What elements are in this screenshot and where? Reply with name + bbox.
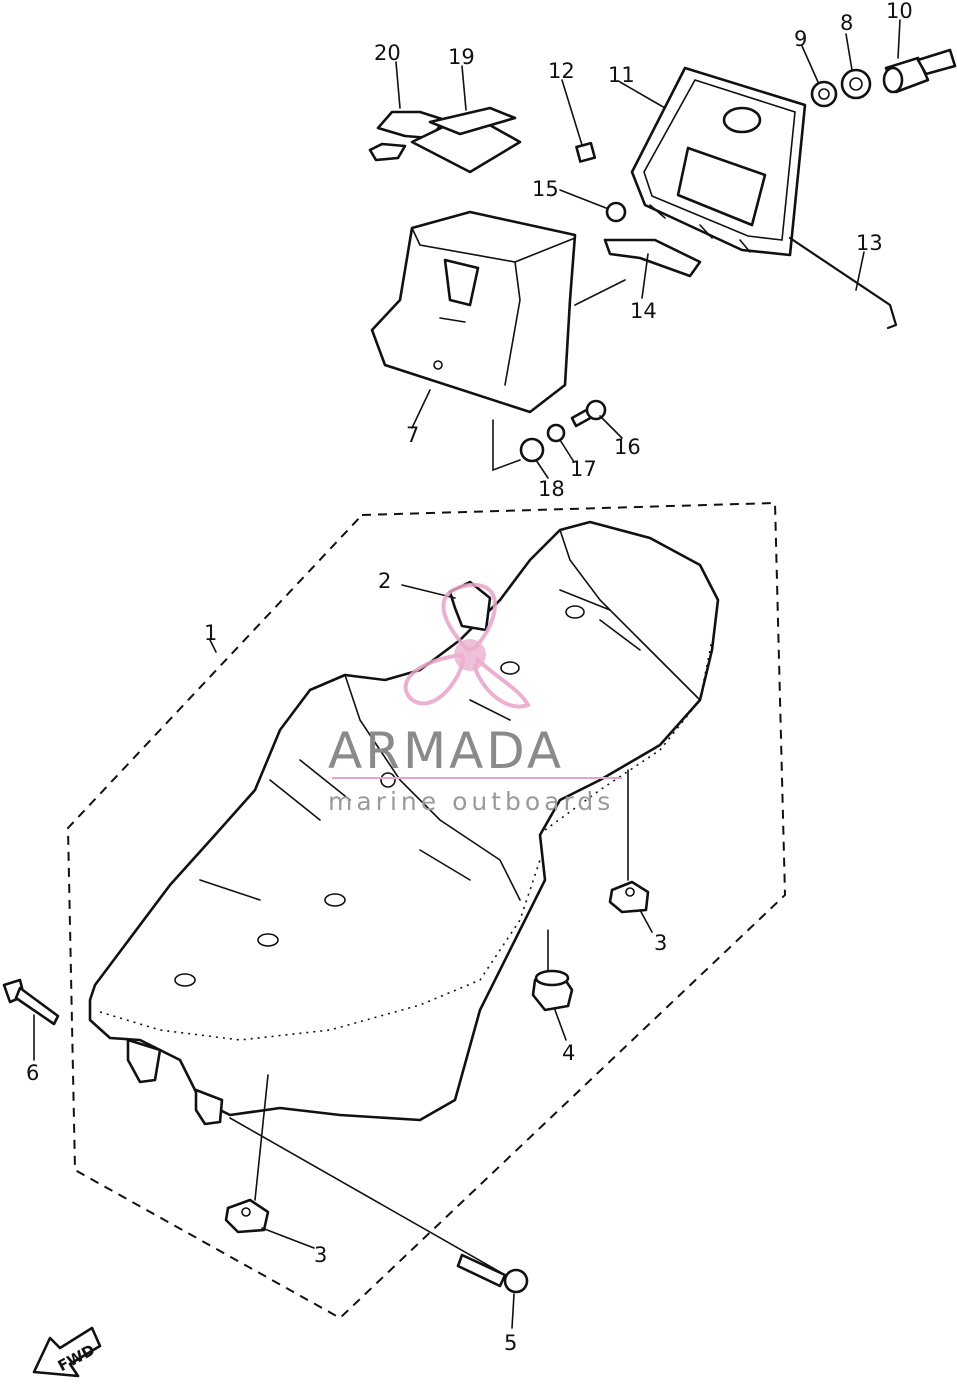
armada-propeller-logo [403,582,531,709]
part-7-seat-cowl [370,210,577,414]
part-1-seat [88,520,720,1126]
watermark-subtitle: marine outboards [328,787,614,816]
label-part-13: 13 [856,231,883,255]
part-15-grommet [605,201,627,223]
label-part-17: 17 [570,457,597,481]
label-part-11: 11 [608,63,635,87]
part-6-bolt [2,978,60,1026]
part-17-washer [546,423,566,443]
part-18-nut [519,437,545,463]
part-16-bolt [570,399,607,428]
label-part-3-left: 3 [314,1243,327,1267]
label-part-7: 7 [406,423,419,447]
fwd-arrow: FWD [32,1326,102,1378]
part-13-rod [788,236,898,330]
label-part-9: 9 [794,27,807,51]
part-14-plate [603,238,702,278]
label-part-12: 12 [548,59,575,83]
label-part-1: 1 [204,621,217,645]
label-part-6: 6 [26,1061,39,1085]
part-9-washer [810,80,838,108]
part-12-nut [575,141,597,163]
label-part-19: 19 [448,45,475,69]
part-8-collar [840,68,872,100]
assembly-boundary [66,501,787,1320]
label-part-8: 8 [840,11,853,35]
leader-lines [33,19,901,1329]
part-5-bolt [456,1253,529,1294]
watermark-title: ARMADA [328,722,564,780]
label-part-14: 14 [630,299,657,323]
part-labels: 1 2 3 3 4 5 6 7 8 9 10 11 12 13 14 15 16… [26,0,913,1355]
label-part-15: 15 [532,177,559,201]
part-11-rear-tray [630,66,807,257]
armada-watermark: ARMADA marine outboards [328,582,622,816]
part-4-damper [531,969,574,1012]
part-20-strap [368,110,447,162]
label-part-4: 4 [562,1041,575,1065]
label-part-3-right: 3 [654,931,667,955]
label-part-5: 5 [504,1331,517,1355]
label-part-18: 18 [538,477,565,501]
label-part-16: 16 [614,435,641,459]
part-3-bracket-right [608,880,650,914]
part-19-bracket [410,106,522,174]
part-10-key-lock [882,48,957,94]
label-part-20: 20 [374,41,401,65]
label-part-2: 2 [378,569,391,593]
label-part-10: 10 [886,0,913,23]
